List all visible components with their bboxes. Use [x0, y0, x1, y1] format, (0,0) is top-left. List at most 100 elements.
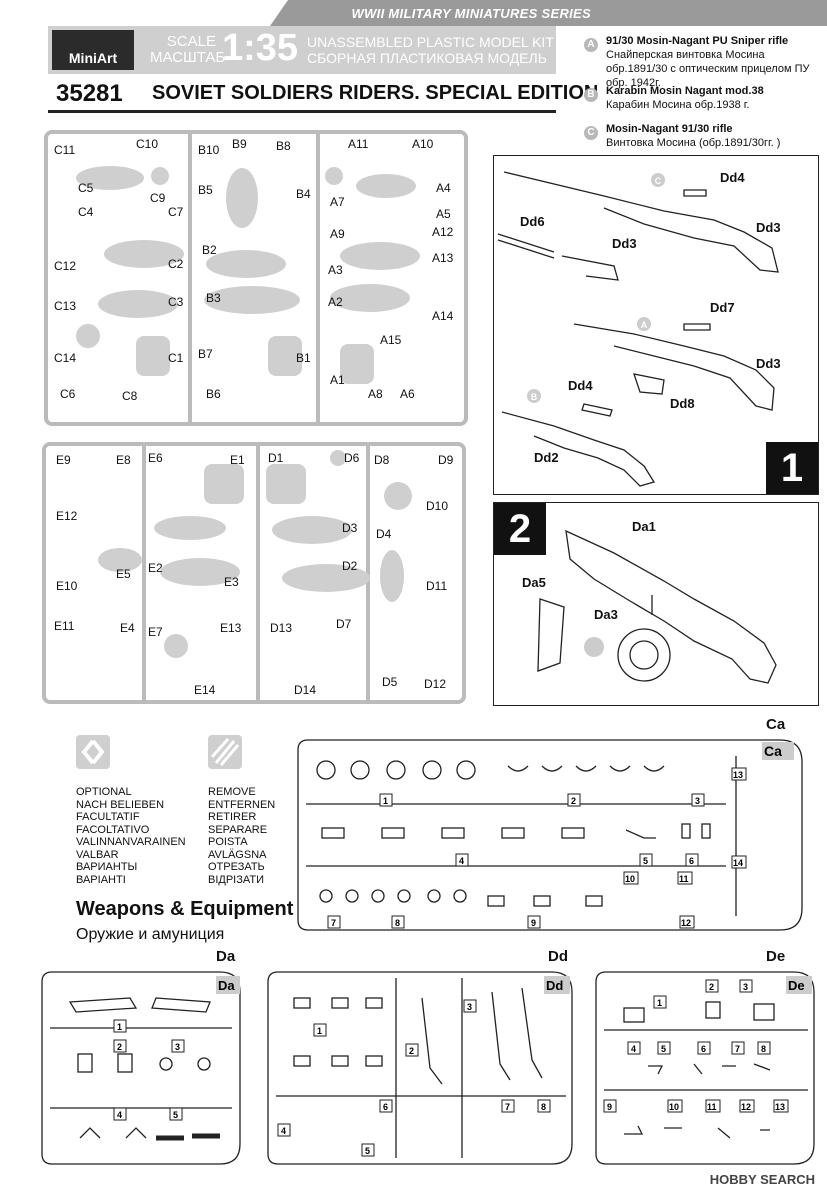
part-number: 6 [689, 856, 694, 866]
part-number: 4 [281, 1126, 286, 1136]
sprue-ca: Ca 1 2 3 4 5 6 7 8 9 10 11 12 13 14 [297, 739, 803, 931]
legend-b-desc: Карабин Мосина обр.1938 г. [606, 99, 750, 111]
part-label: C14 [54, 351, 76, 365]
part-label: B8 [276, 139, 291, 153]
part-label: Dd3 [756, 220, 781, 235]
marker-a: A [641, 320, 648, 330]
part-label: A4 [436, 181, 451, 195]
part-number: 10 [625, 874, 635, 884]
part-label: E1 [230, 453, 245, 467]
part-label: E12 [56, 509, 78, 523]
part-number: 2 [117, 1042, 122, 1052]
part-label: A3 [328, 263, 343, 277]
legend-item-a: 91/30 Mosin-Nagant PU Sniper rifle Снайп… [606, 34, 826, 90]
part-label: C5 [78, 181, 94, 195]
step-1-drawing: C A B Dd4 Dd3 Dd6 Dd3 Dd7 Dd3 Dd8 Dd4 Dd… [497, 170, 781, 487]
optional-label: VALBAR [76, 848, 119, 861]
part-number: 7 [505, 1102, 510, 1112]
part-number: 4 [631, 1044, 636, 1054]
scale-label: SCALE МАСШТАБ [150, 33, 225, 66]
part-label: B10 [198, 143, 220, 157]
remove-label: RETIRER [208, 811, 257, 823]
part-number: 7 [735, 1044, 740, 1054]
part-number: 8 [761, 1044, 766, 1054]
part-label: A6 [400, 387, 415, 401]
part-label: D13 [270, 621, 292, 635]
series-banner [270, 0, 827, 26]
part-number: 5 [173, 1110, 178, 1120]
part-number: 5 [365, 1146, 370, 1156]
part-label: E8 [116, 453, 131, 467]
remove-label: ОТРЕЗАТЬ [208, 861, 265, 873]
part-label: Dd6 [520, 214, 545, 229]
part-label: D5 [382, 675, 398, 689]
part-number: 2 [409, 1046, 414, 1056]
part-number: 14 [733, 858, 743, 868]
part-label: D4 [376, 527, 392, 541]
part-number: 2 [709, 982, 714, 992]
part-label: C11 [54, 143, 75, 157]
part-number: 11 [707, 1102, 717, 1112]
remove-label: ВІДРІЗАТИ [208, 873, 264, 886]
part-label: A8 [368, 387, 383, 401]
part-label: Dd4 [568, 378, 593, 393]
part-number: 5 [643, 856, 648, 866]
kit-type-ru: СБОРНАЯ ПЛАСТИКОВАЯ МОДЕЛЬ [307, 50, 547, 66]
optional-label: NACH BELIEBEN [76, 798, 165, 811]
legend-b-title: Karabin Mosin Nagant mod.38 [606, 85, 764, 97]
optional-label: FACOLTATIVO [76, 823, 150, 836]
part-label: D10 [426, 499, 448, 513]
part-label: B7 [198, 347, 213, 361]
part-label: D12 [424, 677, 446, 691]
remove-label: AVLÄGSNA [208, 848, 267, 861]
part-label: C8 [122, 389, 138, 403]
part-label: A7 [330, 195, 345, 209]
part-number: 1 [117, 1022, 122, 1032]
part-label: C1 [168, 351, 184, 365]
part-label: B2 [202, 243, 217, 257]
sprue-tag-da: Da [216, 948, 236, 965]
part-label: C7 [168, 205, 184, 219]
header-title-band [48, 74, 556, 113]
part-number: 12 [741, 1102, 751, 1112]
part-number: 11 [679, 874, 689, 884]
legend-marker-c: C [584, 126, 598, 140]
sprue-de: De 1 2 3 4 5 6 7 8 9 10 11 12 13 [595, 971, 815, 1165]
part-label: Dd4 [720, 170, 745, 185]
part-label: Da3 [594, 607, 618, 622]
part-number: 3 [743, 982, 748, 992]
part-label: B4 [296, 187, 311, 201]
sprue-tag-ca: Ca [766, 716, 786, 733]
part-label: E4 [120, 621, 135, 635]
part-label: D2 [342, 559, 358, 573]
step-2-panel: 2 Da1 Da5 Da3 [493, 502, 819, 706]
part-label: C13 [54, 299, 76, 313]
part-number: 3 [175, 1042, 180, 1052]
step-number: 2 [494, 503, 546, 555]
part-number: 5 [661, 1044, 666, 1054]
part-number: 3 [695, 796, 700, 806]
part-label: C12 [54, 259, 76, 273]
brand-logo: MiniArt [52, 30, 134, 70]
part-label: A11 [348, 137, 369, 151]
scale-label-en: SCALE [166, 33, 216, 50]
sprue-tag-dd: Dd [548, 948, 568, 965]
part-label: B6 [206, 387, 221, 401]
part-label: B1 [296, 351, 311, 365]
part-number: 2 [571, 796, 576, 806]
step-1-panel: C A B Dd4 Dd3 Dd6 Dd3 Dd7 Dd3 Dd8 Dd4 Dd… [493, 155, 819, 495]
optional-label: ВАРИАНТЫ [76, 861, 138, 873]
part-number: 6 [701, 1044, 706, 1054]
part-label: Dd7 [710, 300, 735, 315]
legend-item-b: Karabin Mosin Nagant mod.38 Карабин Моси… [606, 84, 826, 112]
part-label: E3 [224, 575, 239, 589]
scale-value: 1:35 [222, 27, 299, 69]
part-label: D8 [374, 453, 390, 467]
sprue-corner-label: Dd [546, 978, 563, 993]
part-label: E10 [56, 579, 78, 593]
part-number: 13 [775, 1102, 785, 1112]
part-number: 4 [459, 856, 464, 866]
part-label: A12 [432, 225, 454, 239]
part-number: 1 [383, 796, 388, 806]
part-label: E13 [220, 621, 242, 635]
